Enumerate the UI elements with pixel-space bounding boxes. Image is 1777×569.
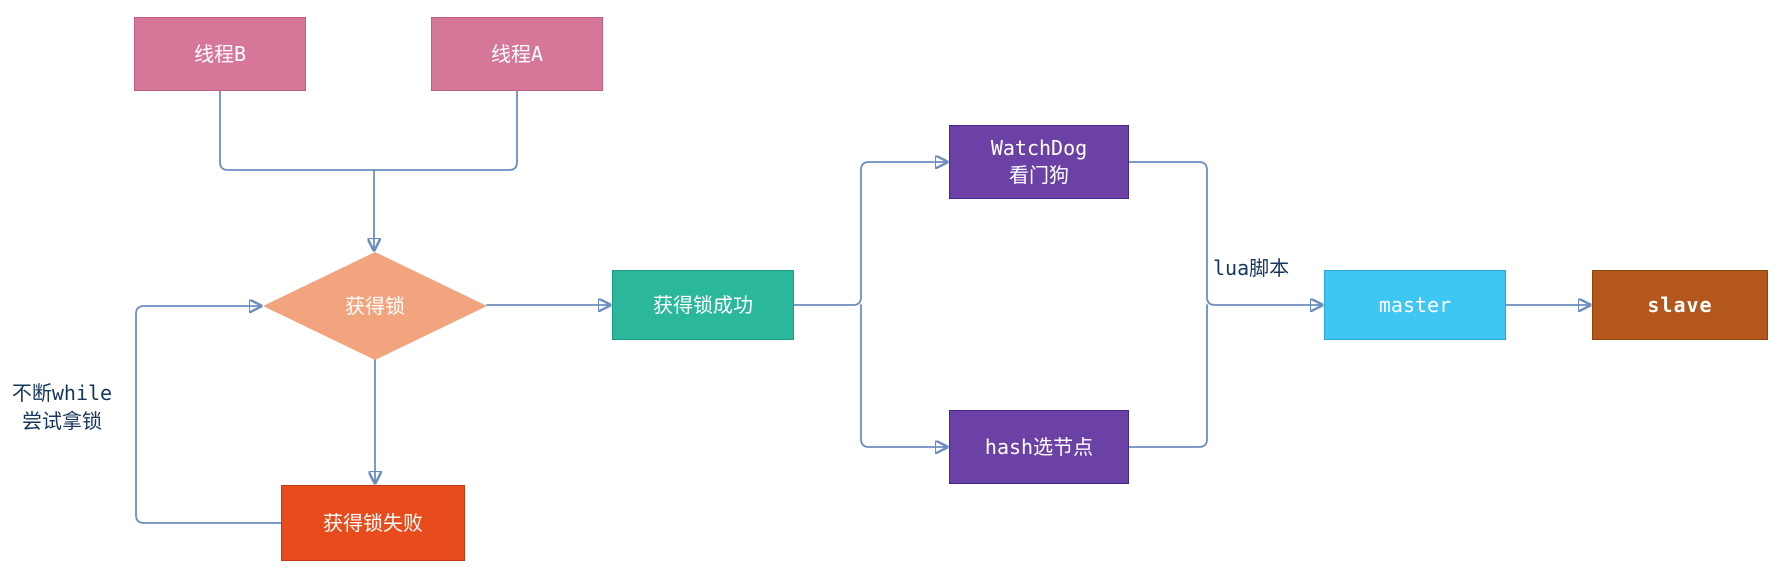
node-master: master: [1324, 270, 1506, 340]
edge-hash-to-merge: [1128, 304, 1208, 448]
edge-thread-a-merge: [373, 90, 518, 171]
node-acquire-lock-diamond: 获得锁: [263, 252, 487, 360]
node-acquire-success: 获得锁成功: [612, 270, 794, 340]
node-thread-a: 线程A: [431, 17, 603, 91]
node-watchdog: WatchDog 看门狗: [949, 125, 1129, 199]
node-hash-select: hash选节点: [949, 410, 1129, 484]
edge-label-retry-loop: 不断while 尝试拿锁: [11, 381, 113, 433]
edge-label-lua-script: lua脚本: [1213, 256, 1290, 280]
edge-thread-b-merge: [219, 90, 375, 171]
edge-watchdog-to-master: [1128, 161, 1322, 305]
node-thread-b: 线程B: [134, 17, 306, 91]
node-slave: slave: [1592, 270, 1768, 340]
node-acquire-fail: 获得锁失败: [281, 485, 465, 561]
edge-success-to-watchdog: [793, 162, 947, 306]
edge-fail-loop-to-acquire-lock: [135, 306, 282, 524]
edge-success-to-hash: [860, 304, 947, 447]
